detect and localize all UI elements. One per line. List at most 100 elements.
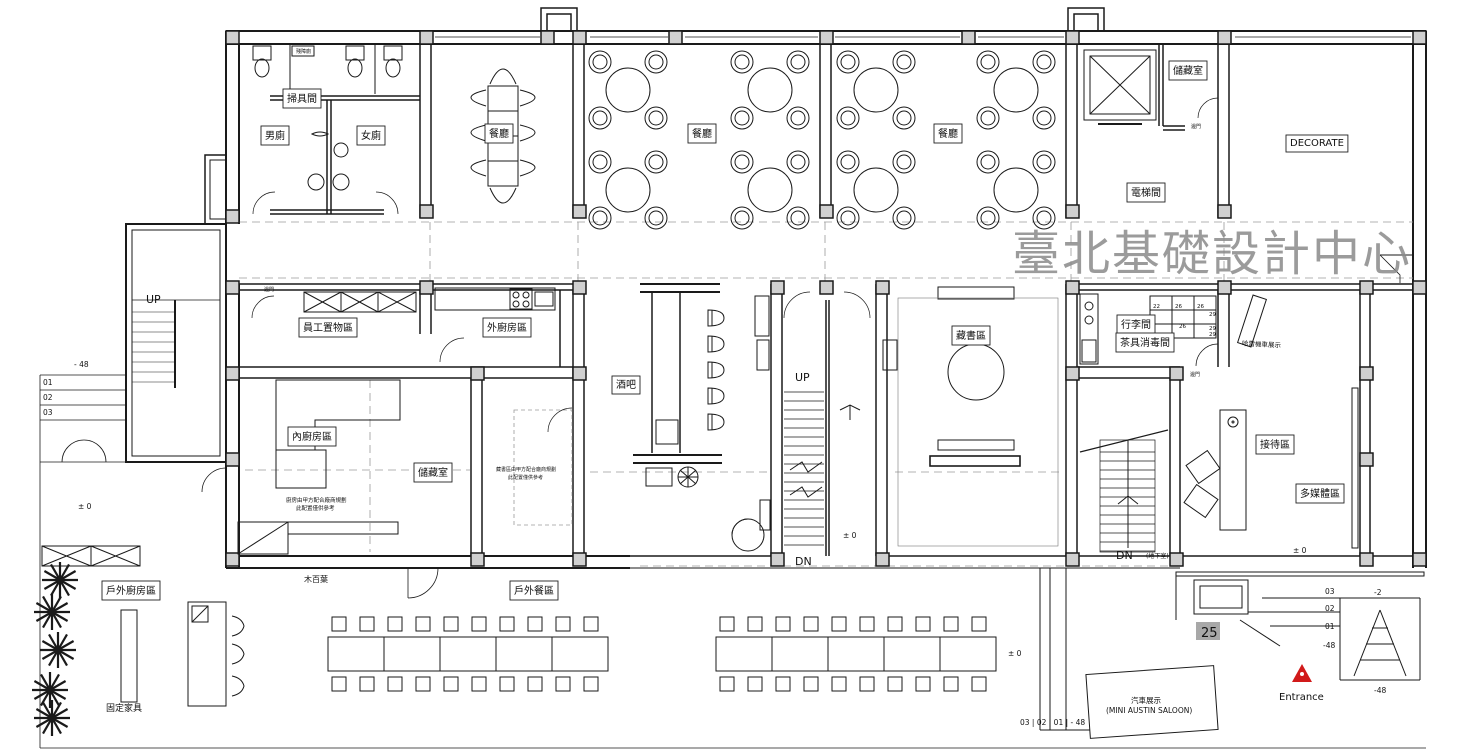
outdoor-stool: [583, 616, 599, 632]
outdoor-stool: [803, 616, 819, 632]
car-display-label: 汽車展示: [1131, 695, 1161, 705]
side-door-label-3: 邊門: [1190, 371, 1200, 378]
outdoor-stool: [471, 616, 487, 632]
center-stair-up: UP: [795, 371, 810, 384]
room-label-box: [951, 325, 991, 346]
room-label-box: [611, 375, 641, 395]
round-table-2: [588, 150, 668, 230]
outdoor-table-group: [327, 616, 609, 692]
room-label-box: [287, 426, 337, 447]
room-label: 掃具間: [282, 88, 322, 109]
outdoor-stool: [387, 616, 403, 632]
palm-tree-3: [40, 632, 76, 668]
center-doors: [783, 291, 871, 319]
room-label-box: [1295, 483, 1345, 504]
room-label-text: 餐廳: [692, 127, 712, 140]
chair: [786, 150, 810, 174]
chair: [644, 150, 668, 174]
room-label-text: DECORATE: [1290, 138, 1344, 149]
bar-stool: [707, 413, 725, 431]
watermark-text: 臺北基礎設計中心: [1012, 226, 1412, 282]
bar-stool: [707, 361, 725, 379]
chair: [588, 106, 612, 130]
room-label: 內廚房區: [287, 426, 337, 447]
bar-stool: [707, 309, 725, 327]
storage-note-2: 此配置僅供參考: [508, 474, 543, 481]
outdoor-stool: [775, 676, 791, 692]
room-label-box: [1285, 134, 1349, 153]
level-east-02: 02: [1325, 604, 1335, 613]
room-label-box: [356, 125, 386, 146]
bar-back-furniture: [731, 295, 771, 552]
room-label: 電梯間: [1126, 182, 1166, 203]
palm-tree-4: [32, 672, 68, 708]
room-labels: 掃具間男廁女廁餐廳餐廳餐廳儲藏室電梯間DECORATE員工置物區外廚房區內廚房區…: [101, 60, 1349, 601]
room-label: 儲藏室: [1168, 60, 1208, 81]
room-label-text: 掃具間: [287, 92, 317, 105]
palm-tree-2: [34, 594, 70, 630]
level-west-03: 03: [43, 408, 53, 417]
round-table-8: [976, 150, 1056, 230]
outdoor-dining-tables: [327, 616, 997, 692]
east-stair-frame: [1079, 429, 1169, 548]
interior-walls: [239, 44, 1413, 557]
room-label-text: 男廁: [265, 129, 285, 142]
outdoor-stool: [887, 676, 903, 692]
room-label-text: 女廁: [361, 129, 381, 142]
room-label-box: [933, 123, 963, 144]
level-outdoor-zero: ± 0: [1008, 649, 1022, 658]
outdoor-stool: [915, 616, 931, 632]
bar-stools: [707, 309, 725, 431]
outdoor-stool: [499, 616, 515, 632]
room-label-box: [509, 580, 559, 601]
chair: [836, 206, 860, 230]
room-label-text: 藏書區: [956, 329, 986, 342]
room-label-box: [687, 123, 717, 144]
outdoor-stool: [859, 616, 875, 632]
chair: [836, 50, 860, 74]
level-west-01: 01: [43, 378, 53, 387]
east-stair-dn: DN: [1116, 549, 1133, 562]
staff-lockers: [251, 291, 417, 319]
chair: [588, 206, 612, 230]
outdoor-stool: [747, 676, 763, 692]
room-label: DECORATE: [1285, 134, 1349, 153]
room-label-text: 儲藏室: [418, 466, 448, 479]
chair: [1032, 50, 1056, 74]
storage-equipment: [513, 409, 573, 526]
storage-note-1: 藏書區由甲方配合廠商規劃: [496, 466, 556, 473]
chair: [892, 150, 916, 174]
chair: [786, 206, 810, 230]
round-table-5: [836, 50, 916, 130]
level-west-zero: ± 0: [78, 502, 92, 511]
outdoor-stool: [915, 676, 931, 692]
entrance-marker-dot: [1300, 672, 1304, 676]
level-west-top: - 48: [74, 360, 89, 369]
round-table-3: [730, 50, 810, 130]
room-label-box: [484, 123, 514, 144]
palm-trees: [32, 562, 78, 736]
room-label-text: 戶外餐區: [514, 584, 554, 597]
round-table-6: [836, 150, 916, 230]
room-label: 男廁: [260, 125, 290, 146]
chair: [730, 106, 754, 130]
outdoor-stool: [387, 676, 403, 692]
outer-kitchen-counter: [434, 287, 556, 363]
luggage-tag: 29: [1209, 312, 1216, 318]
car-model-label: (MINI AUSTIN SALOON): [1106, 706, 1192, 715]
outdoor-stool: [971, 616, 987, 632]
luggage-tag: 26: [1179, 324, 1186, 330]
center-stair-dn: DN: [795, 555, 812, 568]
outdoor-stool: [555, 676, 571, 692]
outdoor-stool: [887, 616, 903, 632]
outdoor-stool: [415, 616, 431, 632]
west-porch: [39, 374, 1426, 749]
chair: [892, 206, 916, 230]
room-label-box: [298, 317, 358, 338]
outdoor-stool: [719, 616, 735, 632]
room-label-box: [482, 317, 532, 338]
restroom-fixtures: [252, 44, 403, 215]
outdoor-stool: [583, 676, 599, 692]
outdoor-stool: [943, 676, 959, 692]
